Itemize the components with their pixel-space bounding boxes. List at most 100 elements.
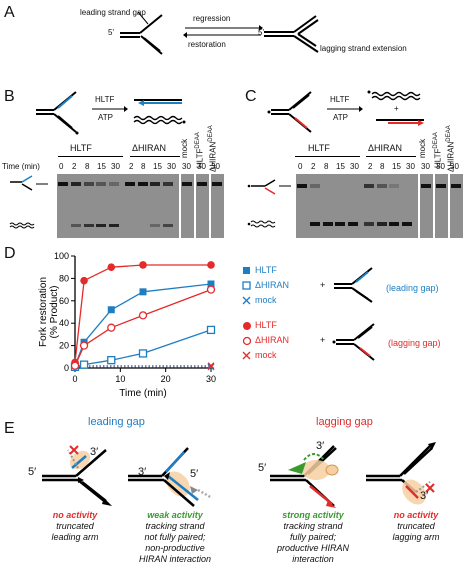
panel-d-label: D	[4, 245, 16, 262]
gel-image-b-mock	[181, 174, 194, 238]
leading-strand-gap-label: leading strand gap	[80, 8, 146, 17]
legend-label-hltf-blue: HLTF	[255, 265, 277, 275]
three-prime-e3: 3′	[316, 440, 325, 452]
hltf-reaction-label-c: HLTF	[330, 95, 350, 104]
time-c-3: 15	[336, 162, 345, 171]
caption-e3: strong activity tracking strand fully pa…	[258, 510, 368, 565]
gel-markers-b	[9, 175, 48, 229]
diagram-e2-leading-weak	[128, 447, 213, 507]
five-prime-label-right: 5'	[258, 28, 264, 37]
panel-b-label: B	[4, 88, 15, 105]
time-b-8: 30	[167, 162, 176, 171]
reaction-arrow-c	[327, 106, 363, 112]
time-c-1: 2	[311, 162, 316, 171]
five-prime-e3: 5′	[258, 462, 267, 474]
gel-image-b-dhiran-deaa	[211, 174, 224, 238]
time-row-b: 0 2 8 15 30 2 8 15 30 30 30 30	[57, 162, 227, 172]
time-b-3: 15	[97, 162, 106, 171]
data-point-open-square	[138, 349, 148, 358]
time-c-10: 30	[436, 162, 445, 171]
legend-marker-hltf-red	[243, 322, 251, 330]
y-tick-label: 60	[59, 296, 69, 306]
group-dhiran-b-line	[130, 156, 180, 157]
diagram-e4-lagging-truncated	[366, 442, 436, 505]
panel-c-label: C	[245, 88, 257, 105]
legend-plus-bottom: +	[320, 335, 326, 345]
legend-label-hltf-red: HLTF	[255, 320, 277, 330]
group-dhiran-c: ΔHIRAN	[368, 143, 403, 153]
five-prime-label: 5'	[108, 28, 114, 37]
caption-e1: no activity truncated leading arm	[30, 510, 120, 543]
legend-label-dhiran-blue: ΔHIRAN	[255, 280, 290, 290]
x-tick-label: 30	[206, 374, 216, 384]
legend-bottom: HLTF ΔHIRAN mock	[242, 320, 322, 368]
leading-gap-title: leading gap	[88, 416, 145, 428]
data-point-open-circle	[138, 311, 148, 320]
atp-label: ATP	[98, 113, 113, 122]
panel-e-label: E	[4, 420, 15, 437]
time-b-4: 30	[111, 162, 120, 171]
data-point-circle	[139, 261, 147, 269]
data-point-x	[207, 362, 215, 370]
lagging-strand-extension-label: lagging strand extension	[320, 44, 407, 53]
time-b-2: 8	[85, 162, 90, 171]
group-hltf-c: HLTF	[308, 143, 330, 153]
caption-e3-line-2: fully paired;	[289, 532, 337, 542]
y-tick-label: 20	[59, 341, 69, 351]
products-b	[133, 99, 186, 125]
time-c-7: 15	[392, 162, 401, 171]
regression-label: regression	[193, 14, 231, 23]
data-point-square	[139, 288, 147, 296]
mock-label-b: mock	[180, 138, 189, 158]
data-point-open-square	[107, 356, 116, 365]
lagging-gap-title: lagging gap	[316, 416, 373, 428]
y-tick-label: 80	[59, 273, 69, 283]
caption-e2-line-1: tracking strand	[145, 521, 205, 531]
time-c-5: 2	[368, 162, 373, 171]
fork-diagram-c	[267, 91, 312, 133]
caption-e2-line-3: non-productive	[145, 543, 205, 553]
time-b-10: 30	[197, 162, 206, 171]
data-point-circle	[107, 263, 116, 271]
five-prime-e1: 5′	[28, 466, 37, 478]
time-row-c: 0 2 8 15 30 2 8 15 30 30 30 30	[296, 162, 466, 172]
products-c	[367, 90, 424, 126]
five-prime-e2: 5′	[190, 468, 199, 480]
x-axis-label: Time (min)	[119, 388, 166, 399]
atp-label-c: ATP	[333, 113, 348, 122]
legend-marker-dhiran-red	[242, 336, 252, 346]
time-b-11: 30	[211, 162, 220, 171]
y-axis-label: Fork restoration	[38, 277, 49, 347]
caption-e2-line-4: HIRAN interaction	[138, 554, 212, 564]
dhiran-deaa-label-b-sup: DEAA	[208, 125, 214, 142]
y-axis-label-unit: (% Product)	[49, 286, 60, 339]
time-c-6: 8	[380, 162, 385, 171]
caption-e3-line-4: interaction	[292, 554, 334, 564]
data-point-circle	[207, 261, 215, 269]
panel-a-label: A	[4, 4, 15, 21]
caption-e4-title: no activity	[393, 510, 439, 520]
caption-e3-title: strong activity	[282, 510, 344, 520]
gel-image-b-hltf-deaa	[196, 174, 209, 238]
legend-label-mock-red: mock	[255, 350, 277, 360]
plus-sign-c: +	[394, 104, 399, 113]
x-tick-label: 0	[72, 374, 77, 384]
time-b-7: 15	[153, 162, 162, 171]
y-tick-label: 40	[59, 318, 69, 328]
legend-marker-hltf-blue	[243, 267, 250, 274]
gel-image-c-mock	[420, 174, 433, 238]
caption-e4-line-2: lagging arm	[392, 532, 440, 542]
hltf-reaction-label: HLTF	[95, 95, 115, 104]
leading-gap-legend-label: (leading gap)	[386, 283, 439, 293]
caption-e1-line-2: leading arm	[51, 532, 99, 542]
lagging-gap-legend-label: (lagging gap)	[388, 338, 441, 348]
time-b-6: 8	[141, 162, 146, 171]
time-b-5: 2	[129, 162, 134, 171]
gel-image-c-hltf-deaa	[435, 174, 448, 238]
time-c-2: 8	[324, 162, 329, 171]
time-c-8: 30	[406, 162, 415, 171]
dhiran-deaa-label-c-sup: DEAA	[446, 125, 452, 142]
fork-diagram-d-leading	[334, 267, 373, 303]
time-c-4: 30	[350, 162, 359, 171]
data-point-square	[107, 306, 115, 314]
